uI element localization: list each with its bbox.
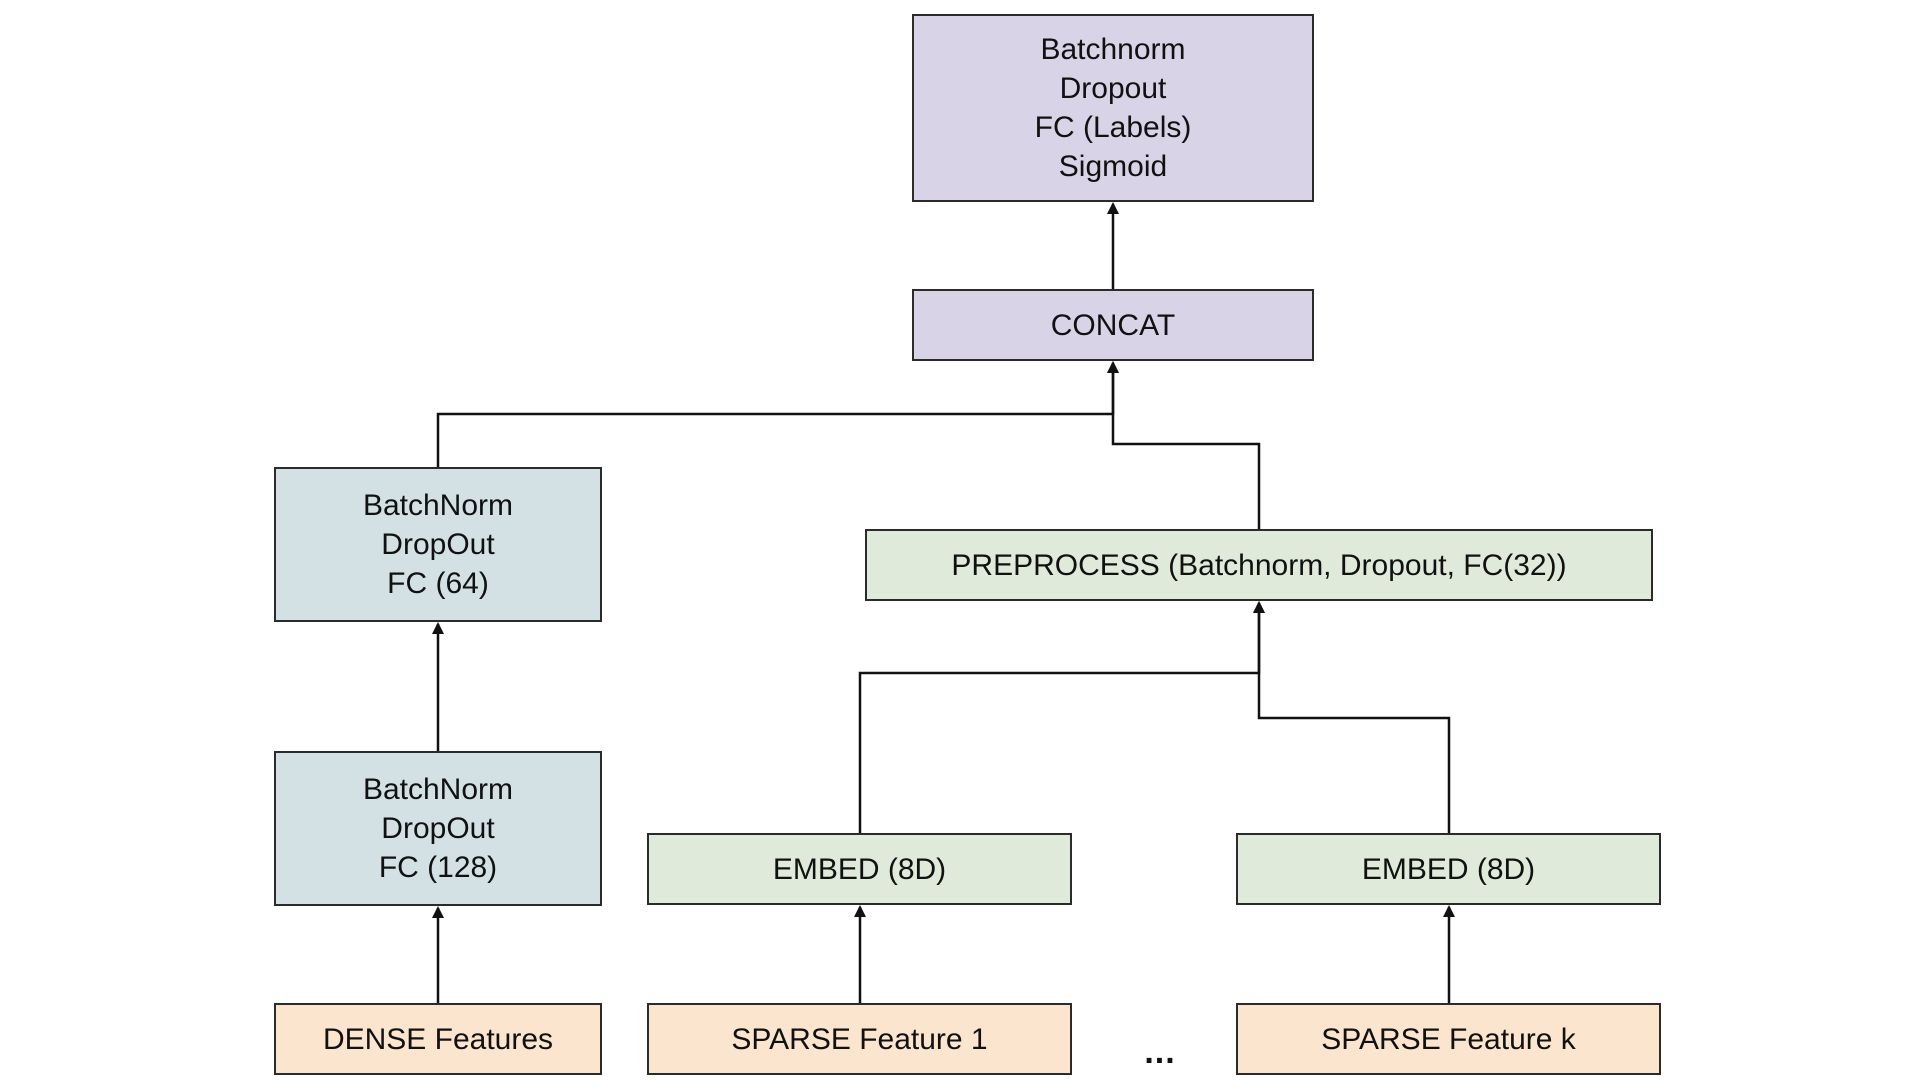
node-label-line: FC (Labels)	[1034, 111, 1192, 144]
node-label-line: CONCAT	[1050, 308, 1176, 342]
embed-1-node: EMBED (8D)	[647, 833, 1072, 905]
embed-k-node: EMBED (8D)	[1236, 833, 1661, 905]
node-label-line: FC (128)	[378, 851, 498, 884]
node-label-line: BatchNorm	[362, 489, 514, 522]
node-label-line: SPARSE Feature 1	[731, 1022, 988, 1056]
edge-fc64-to-concat	[436, 361, 1119, 467]
ellipsis-indicator: ...	[1144, 1033, 1176, 1071]
edge-preprocess-to-concat	[1107, 361, 1261, 529]
concat-node: CONCAT	[912, 289, 1314, 361]
node-label-line: DENSE Features	[322, 1022, 554, 1056]
node-label-line: Batchnorm	[1040, 33, 1186, 66]
dense-fc128-node: BatchNorm DropOut FC (128)	[274, 751, 602, 906]
node-label-line: Sigmoid	[1058, 150, 1168, 183]
node-label-line: DropOut	[381, 528, 495, 561]
node-label-line: PREPROCESS (Batchnorm, Dropout, FC(32))	[951, 548, 1567, 582]
output-head-node: Batchnorm Dropout FC (Labels) Sigmoid	[912, 14, 1314, 202]
node-label-line: BatchNorm	[362, 773, 514, 806]
node-label-line: DropOut	[381, 812, 495, 845]
sparse-feature-1-node: SPARSE Feature 1	[647, 1003, 1072, 1075]
sparse-feature-k-node: SPARSE Feature k	[1236, 1003, 1661, 1075]
node-label-line: EMBED (8D)	[1361, 852, 1536, 886]
node-label-line: FC (64)	[387, 567, 489, 600]
preprocess-node: PREPROCESS (Batchnorm, Dropout, FC(32))	[865, 529, 1653, 601]
dense-features-node: DENSE Features	[274, 1003, 602, 1075]
node-label-line: SPARSE Feature k	[1321, 1022, 1576, 1056]
node-label-line: EMBED (8D)	[772, 852, 947, 886]
edge-embed-1-to-preprocess	[858, 601, 1265, 833]
dense-fc64-node: BatchNorm DropOut FC (64)	[274, 467, 602, 622]
node-label-line: Dropout	[1059, 72, 1167, 105]
edge-embed-k-to-preprocess	[1253, 601, 1451, 833]
